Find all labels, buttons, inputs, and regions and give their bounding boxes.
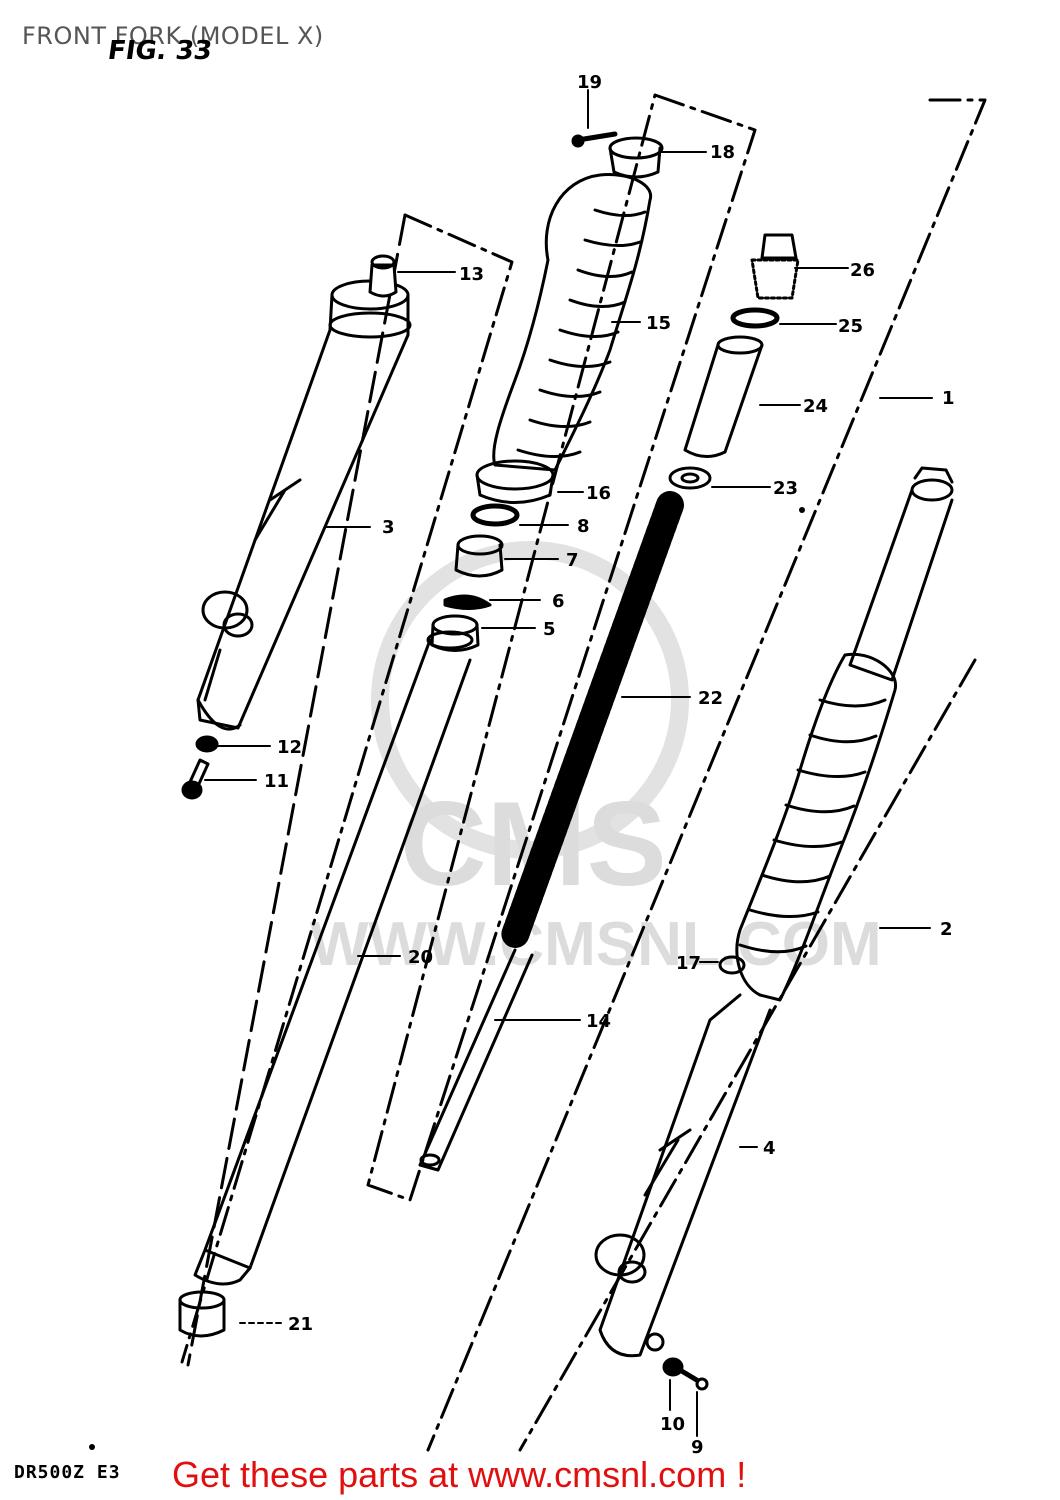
- part-26-cap-bolt: [750, 233, 800, 300]
- bracket-right-inner: [518, 658, 977, 1452]
- bracket-right-outer: [426, 98, 987, 1452]
- part-24-spacer-tube: [683, 335, 764, 458]
- part-7-oil-seal: [454, 534, 504, 578]
- callout-20: 20: [408, 947, 433, 968]
- callout-7: 7: [566, 550, 579, 571]
- part-20-inner-tube-left: [193, 630, 474, 1286]
- part-3-outer-tube-left: [196, 279, 412, 731]
- part-21-bushing: [178, 1290, 226, 1338]
- callout-15: 15: [646, 313, 671, 334]
- callout-6: 6: [552, 591, 565, 612]
- callout-1: 1: [942, 388, 955, 409]
- part-25-o-ring: [730, 307, 780, 329]
- part-14-damper-rod: [418, 948, 534, 1172]
- callout-9: 9: [691, 1437, 704, 1458]
- callout-23: 23: [773, 478, 798, 499]
- part-19-screw: [571, 131, 618, 148]
- part-18-clamp-top: [608, 136, 664, 179]
- part-15-fork-boot: [492, 173, 653, 472]
- part-22-spring: [501, 491, 684, 949]
- part-13-top-cap: [368, 254, 398, 298]
- part-12-washer: [195, 735, 219, 753]
- callout-2: 2: [940, 919, 953, 940]
- callout-21: 21: [288, 1314, 313, 1335]
- callout-16: 16: [586, 483, 611, 504]
- callout-19: 19: [577, 72, 602, 93]
- callout-18: 18: [710, 142, 735, 163]
- model-code: DR500Z E3: [14, 1462, 121, 1483]
- part-6-clip: [443, 594, 492, 610]
- watermark-logo: CMS WWW.CMSNL.COM: [310, 541, 882, 979]
- part-8-ring: [470, 503, 520, 527]
- bracket-left-left: [186, 213, 407, 1367]
- part-16-clamp: [475, 459, 555, 504]
- callout-22: 22: [698, 688, 723, 709]
- part-23-spacer: [668, 466, 712, 490]
- part-5-seal: [430, 614, 480, 652]
- part-1-inner-tube-right: [848, 466, 954, 682]
- part-2-fork-boot-right: [735, 652, 897, 1002]
- callout-5: 5: [543, 619, 556, 640]
- bracket-center: [366, 93, 757, 1202]
- callout-4: 4: [763, 1138, 776, 1159]
- part-10-washer: [662, 1357, 684, 1377]
- callout-25: 25: [838, 316, 863, 337]
- callout-26: 26: [850, 260, 875, 281]
- watermark-url: WWW.CMSNL.COM: [310, 910, 882, 979]
- callout-17: 17: [676, 953, 701, 974]
- callout-labels: 19 18 13 26 15 25 24 1 23 16 3 8 7 6 5 2…: [264, 72, 955, 1458]
- stray-mark: [89, 1444, 95, 1450]
- callout-3: 3: [382, 517, 395, 538]
- callout-14: 14: [586, 1011, 611, 1032]
- part-9-bolt: [677, 1367, 709, 1391]
- promo-link[interactable]: Get these parts at www.cmsnl.com !: [172, 1454, 747, 1495]
- callout-24: 24: [803, 396, 828, 417]
- stray-mark: [799, 507, 805, 513]
- part-4-outer-tube-right: [594, 993, 772, 1358]
- page-title: FRONT FORK (MODEL X): [22, 22, 324, 50]
- bracket-left-top: [180, 213, 514, 1364]
- callout-13: 13: [459, 264, 484, 285]
- part-11-bolt: [181, 758, 210, 800]
- callout-12: 12: [277, 737, 302, 758]
- callout-8: 8: [577, 516, 590, 537]
- callout-11: 11: [264, 771, 289, 792]
- part-17-clip: [718, 955, 746, 975]
- callout-10: 10: [660, 1414, 685, 1435]
